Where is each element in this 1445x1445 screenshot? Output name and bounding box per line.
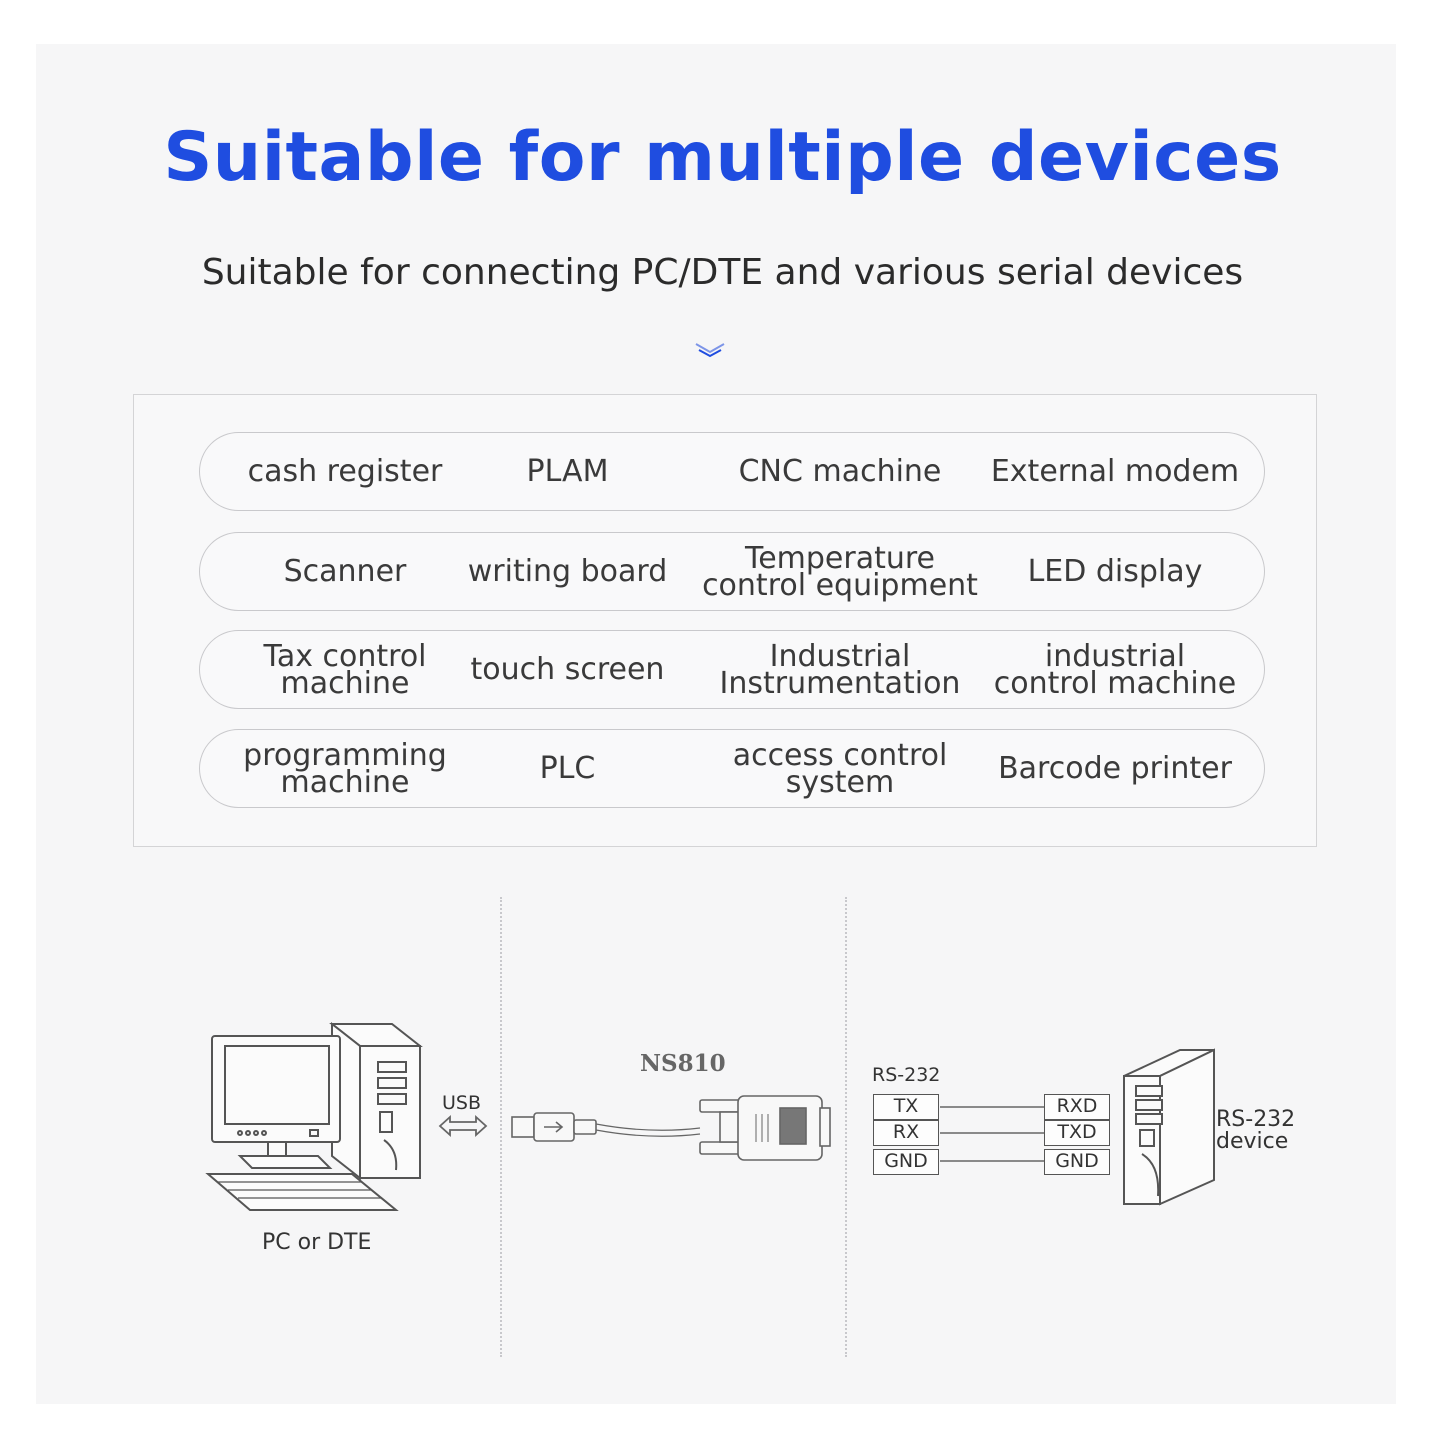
device-item: Scanner	[283, 554, 407, 589]
usb-arrow-icon	[438, 1114, 488, 1138]
device-label: RS-232 device	[1216, 1107, 1296, 1154]
divider	[500, 897, 502, 1357]
device-item: CNC machine	[738, 454, 942, 489]
device-item: PLC	[539, 751, 596, 786]
device-row: programming machine PLC access control s…	[199, 729, 1265, 808]
pin-txd: TXD	[1044, 1120, 1110, 1146]
pin-rx: RX	[873, 1120, 939, 1146]
device-item: Temperature control equipment	[702, 540, 978, 603]
device-item: writing board	[467, 554, 668, 589]
device-item: industrial control machine	[993, 638, 1237, 701]
device-item: touch screen	[470, 652, 665, 687]
device-item: cash register	[247, 454, 443, 489]
pin-gnd-device: GND	[1044, 1149, 1110, 1175]
rs232-label: RS-232	[872, 1064, 941, 1086]
chevron-down-icon	[695, 343, 725, 358]
rs232-device-illustration	[1123, 1048, 1215, 1206]
page-title: Suitable for multiple devices	[163, 118, 1282, 197]
divider	[845, 897, 847, 1357]
device-item: LED display	[1027, 554, 1203, 589]
usb-label: USB	[442, 1092, 482, 1114]
pin-rxd: RXD	[1044, 1094, 1110, 1120]
devices-box: cash register PLAM CNC machine External …	[133, 394, 1317, 847]
device-item: PLAM	[526, 454, 609, 489]
device-row: Tax control machine touch screen Industr…	[199, 630, 1265, 709]
pc-label: PC or DTE	[262, 1230, 372, 1255]
device-item: Barcode printer	[998, 751, 1232, 786]
pin-tx: TX	[873, 1094, 939, 1120]
device-item: Tax control machine	[263, 638, 427, 701]
device-item: programming machine	[243, 737, 447, 800]
product-name: NS810	[640, 1050, 726, 1077]
device-item: access control system	[732, 737, 948, 800]
page-subtitle: Suitable for connecting PC/DTE and vario…	[201, 252, 1244, 293]
device-row: cash register PLAM CNC machine External …	[199, 432, 1265, 511]
device-row: Scanner writing board Temperature contro…	[199, 532, 1265, 611]
device-item: Industrial Instrumentation	[719, 638, 961, 701]
pc-illustration	[205, 1021, 423, 1211]
device-item: External modem	[990, 454, 1240, 489]
usb-adapter-illustration	[511, 1095, 831, 1161]
serial-wires	[940, 1106, 1044, 1162]
pin-gnd: GND	[873, 1149, 939, 1175]
